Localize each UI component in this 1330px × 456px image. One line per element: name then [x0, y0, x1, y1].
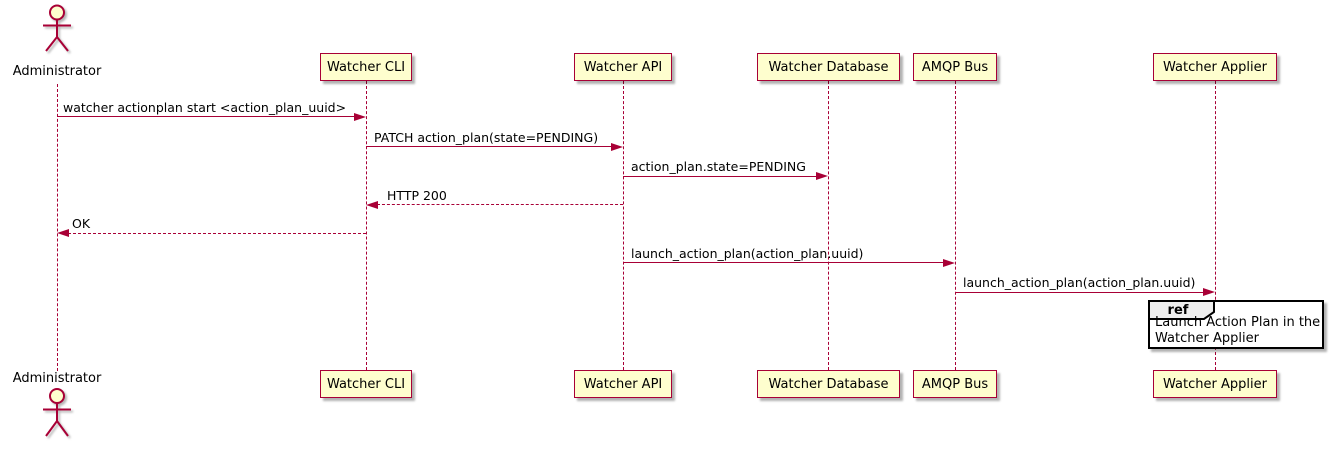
message-5-label: OK [72, 216, 91, 231]
ref-keyword: ref [1167, 303, 1189, 318]
participant-bottom-watcher-cli: Watcher CLI [320, 370, 412, 398]
message-7-line [955, 291, 1203, 293]
message-3-label: action_plan.state=PENDING [631, 159, 806, 174]
actor-label-bottom: Administrator [12, 371, 102, 386]
participant-top-watcher-cli: Watcher CLI [320, 53, 412, 81]
participant-bottom-watcher-database: Watcher Database [757, 370, 900, 398]
message-6-line [623, 262, 943, 263]
message-6-arrowhead [943, 258, 955, 267]
participant-top-watcher-applier: Watcher Applier [1153, 53, 1277, 81]
message-5-line [68, 232, 366, 234]
message-2-arrowhead [611, 142, 623, 151]
lifeline-administrator [56, 84, 58, 371]
message-3-line [623, 175, 818, 177]
lifeline-watcher-applier [1214, 81, 1216, 370]
participant-top-amqp-bus: AMQP Bus [913, 53, 997, 81]
message-2-line [366, 146, 613, 147]
actor-icon [43, 4, 71, 52]
message-2-label: PATCH action_plan(state=PENDING) [374, 130, 599, 145]
message-3-arrowhead [816, 172, 828, 180]
lifeline-watcher-database [827, 81, 829, 370]
participant-bottom-watcher-api: Watcher API [574, 370, 672, 398]
message-7-label: launch_action_plan(action_plan.uuid) [963, 275, 1196, 290]
lifeline-amqp-bus [954, 81, 956, 370]
actor-label-top: Administrator [12, 64, 102, 79]
ref-text-line2: Watcher Applier [1155, 331, 1259, 346]
actor-icon-bottom [43, 388, 71, 437]
participant-bottom-amqp-bus: AMQP Bus [913, 370, 997, 398]
lifeline-watcher-api [622, 81, 624, 370]
ref-fragment: ref Launch Action Plan in the Watcher Ap… [1148, 300, 1324, 349]
message-7-arrowhead [1203, 288, 1215, 296]
lifeline-watcher-cli [365, 81, 367, 370]
message-6-label: launch_action_plan(action_plan.uuid) [631, 246, 864, 261]
message-4-label: HTTP 200 [387, 188, 447, 203]
ref-text-line1: Launch Action Plan in the [1155, 315, 1321, 330]
participant-top-watcher-api: Watcher API [574, 53, 672, 81]
message-4-line [377, 204, 623, 205]
message-5-arrowhead [57, 229, 69, 237]
message-1-line [57, 116, 356, 117]
participant-top-watcher-database: Watcher Database [757, 53, 900, 81]
message-1-arrowhead [354, 112, 366, 121]
ref-tab-shape [1148, 300, 1215, 320]
participant-bottom-watcher-applier: Watcher Applier [1153, 370, 1277, 398]
message-4-arrowhead [366, 200, 378, 209]
message-1-label: watcher actionplan start <action_plan_uu… [63, 100, 347, 115]
